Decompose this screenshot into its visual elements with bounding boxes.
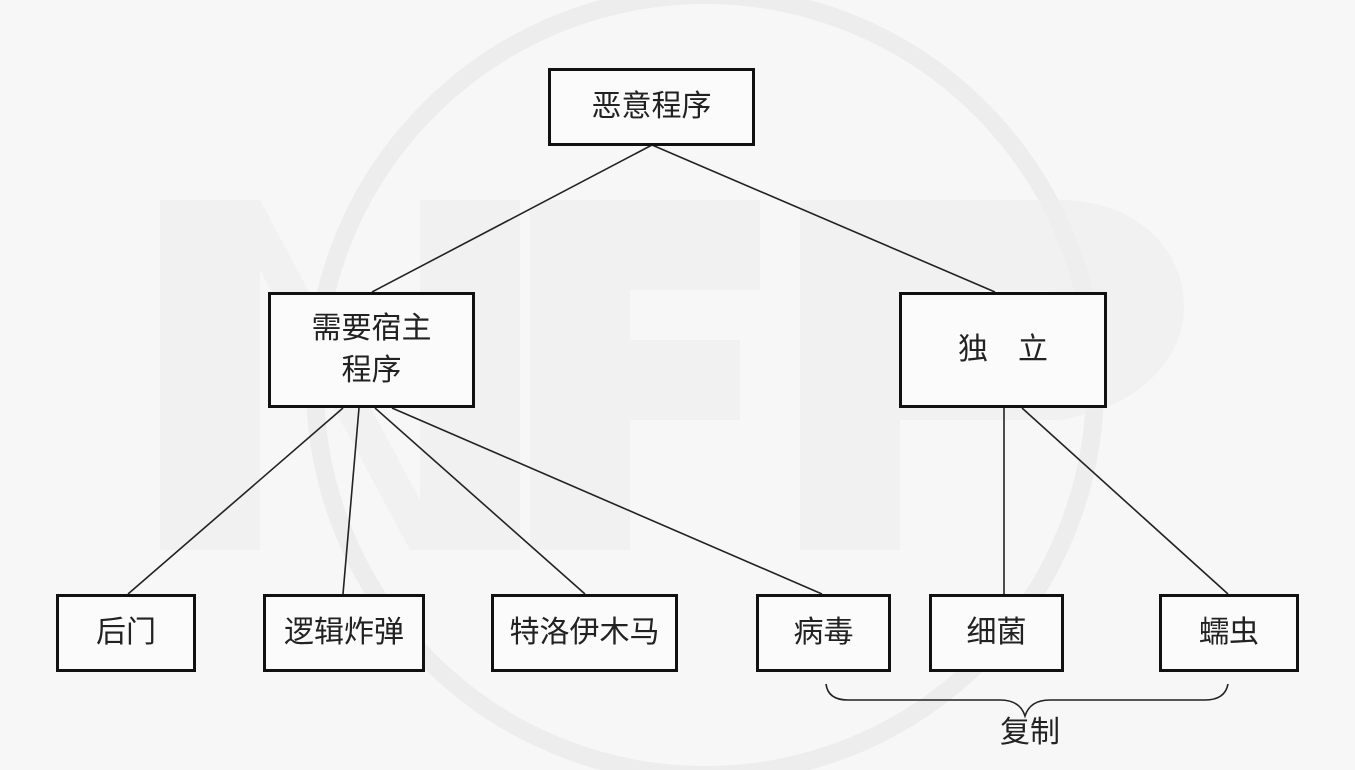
node-trojan-horse: 特洛伊木马 — [491, 594, 678, 672]
connector-independent-worm — [1021, 407, 1229, 595]
node-virus: 病毒 — [756, 594, 891, 672]
connector-host-logic-bomb — [342, 407, 360, 595]
node-logic-bomb: 逻辑炸弹 — [263, 594, 425, 672]
node-malicious-program: 恶意程序 — [548, 68, 755, 146]
connector-host-backdoor — [127, 407, 344, 595]
connector-host-virus — [391, 407, 823, 595]
node-worm: 蠕虫 — [1159, 594, 1299, 672]
replication-brace — [825, 683, 1229, 719]
replication-label: 复制 — [1000, 715, 1060, 750]
connector-host-trojan — [374, 407, 586, 595]
node-independent: 独 立 — [899, 292, 1107, 408]
connector-root-host — [371, 144, 653, 293]
node-backdoor: 后门 — [56, 594, 196, 672]
node-bacteria: 细菌 — [929, 594, 1064, 672]
connector-root-independent — [651, 144, 996, 293]
node-requires-host-program: 需要宿主 程序 — [268, 292, 475, 408]
